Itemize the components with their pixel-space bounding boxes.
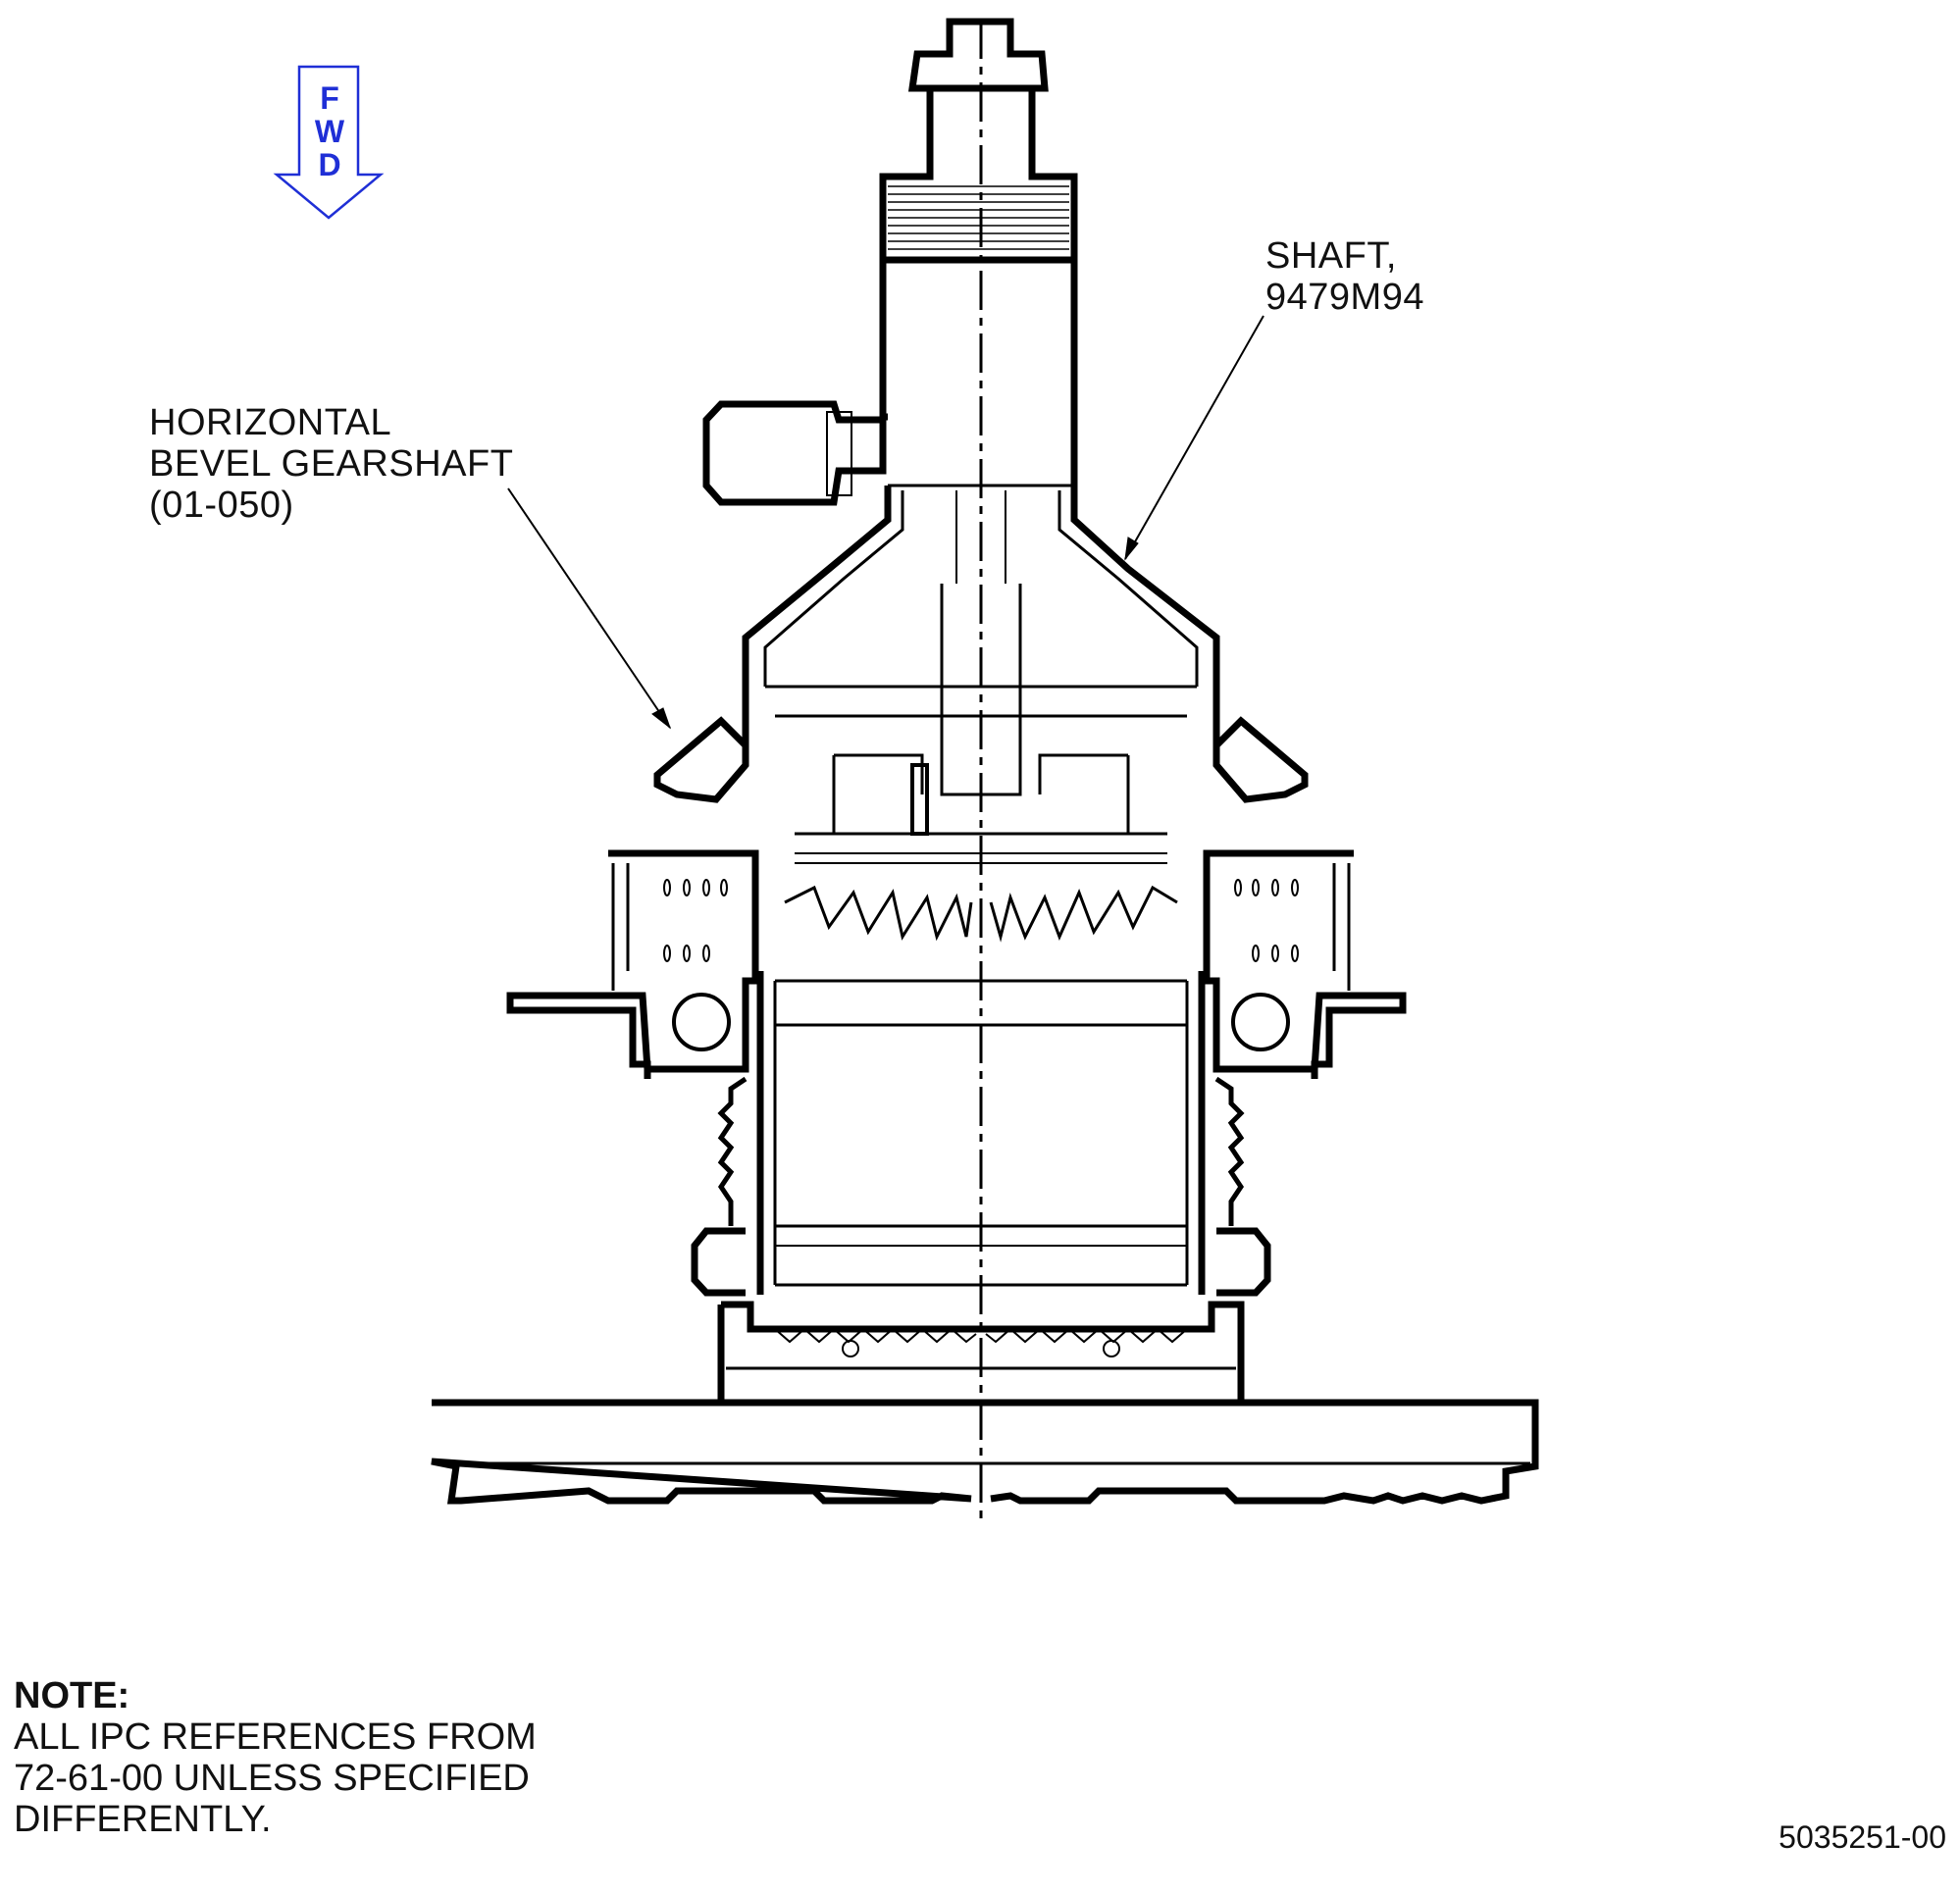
fwd-letter-d: D	[318, 147, 341, 182]
gearshaft-label: HORIZONTAL BEVEL GEARSHAFT (01-050)	[149, 402, 513, 526]
left-boss	[653, 716, 749, 803]
side-fitting	[702, 400, 887, 506]
fwd-arrow-outline	[273, 65, 385, 220]
gearshaft-label-line1: HORIZONTAL	[149, 402, 392, 443]
gearshaft-ipc-reference: (01-050)	[149, 485, 294, 526]
left-lower-hole	[842, 1340, 859, 1357]
inner-hub	[940, 584, 1022, 796]
central-barrel	[756, 971, 1206, 1295]
fwd-letter-f: F	[320, 80, 339, 116]
left-lower-lug	[691, 1227, 746, 1297]
shaft-label: SHAFT, 9479M94	[1265, 235, 1424, 318]
right-lower-hole	[1103, 1340, 1120, 1357]
note-title: NOTE:	[14, 1675, 130, 1716]
right-lower-ribs	[1214, 1076, 1245, 1226]
lower-collar	[721, 1301, 1245, 1403]
fwd-letter-w: W	[314, 114, 345, 149]
threaded-section	[888, 185, 1069, 250]
bevel-gear-teeth	[784, 885, 1178, 943]
shaft-part-number: 9479M94	[1265, 277, 1424, 318]
left-bearing-housing	[506, 849, 759, 1079]
top-neck	[879, 90, 1078, 264]
note-line-1: ALL IPC REFERENCES FROM	[14, 1716, 537, 1758]
shaft-column	[879, 260, 1078, 486]
note-line-3: DIFFERENTLY.	[14, 1799, 272, 1840]
right-lower-lug	[1216, 1227, 1271, 1297]
left-ball-bearing	[672, 993, 731, 1051]
right-boss	[1212, 716, 1309, 803]
gearshaft-leader-line	[507, 487, 671, 729]
gearshaft-label-line2: BEVEL GEARSHAFT	[149, 443, 514, 485]
top-cap	[907, 18, 1049, 92]
base-flange	[431, 1399, 1539, 1505]
right-bearing-housing	[1203, 849, 1407, 1079]
shaft-leader-line	[1124, 315, 1264, 560]
shaft-label-line1: SHAFT,	[1265, 235, 1397, 277]
right-ball-bearing	[1231, 993, 1290, 1051]
conical-housing	[742, 486, 1220, 745]
oil-holes	[663, 879, 1299, 962]
left-lower-ribs	[717, 1076, 748, 1226]
figure-number: 5035251-00	[1779, 1819, 1946, 1855]
note-line-2: 72-61-00 UNLESS SPECIFIED	[14, 1758, 530, 1799]
